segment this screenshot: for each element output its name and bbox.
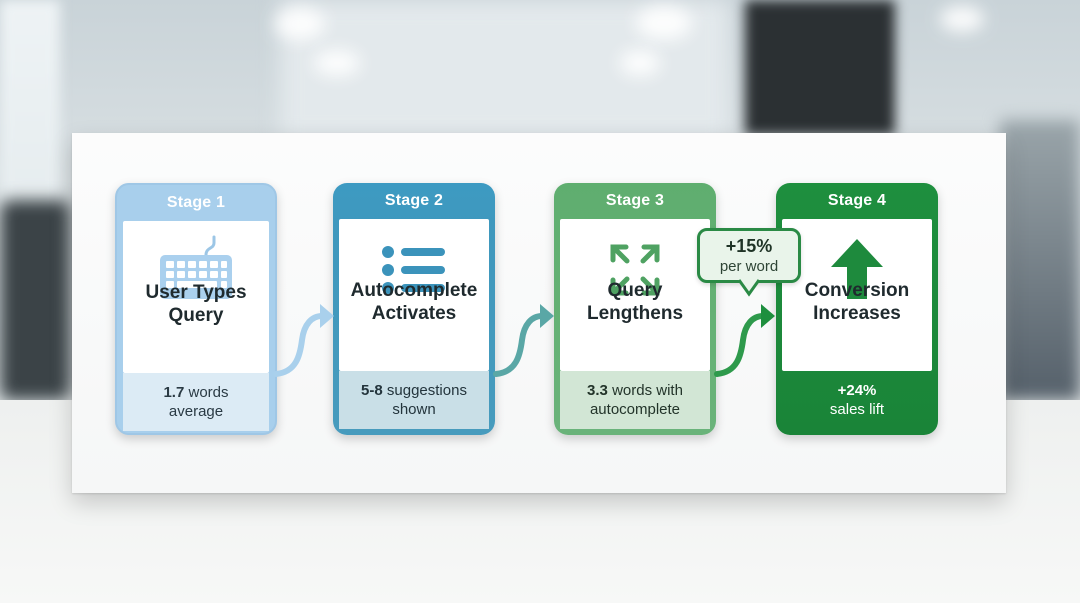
background-door xyxy=(745,0,895,135)
stage-panel xyxy=(560,219,710,371)
list-icon xyxy=(382,246,445,294)
stage-card-1: Stage 1 User Types Query 1.7 words avera… xyxy=(115,183,277,435)
stage-title: Conversion Increases xyxy=(804,280,910,324)
stage-metric: 3.3 words with autocomplete xyxy=(560,371,710,429)
stage-card-4: Stage 4 Conversion Increases +24% sales … xyxy=(776,183,938,435)
expand-arrows-icon xyxy=(610,244,660,296)
flow-arrow-1-2 xyxy=(273,304,334,377)
stage-metric: 1.7 words average xyxy=(123,373,269,431)
stage-title: Autocomplete Activates xyxy=(350,280,478,324)
background-ceiling-light xyxy=(940,6,984,32)
stage-card-3: Stage 3 Query Lengthens 3.3 words with a… xyxy=(554,183,716,435)
stage-panel xyxy=(339,219,489,371)
stage-label: Stage 1 xyxy=(166,194,226,211)
background-chair xyxy=(0,200,70,400)
stage-title: Query Lengthens xyxy=(586,280,684,324)
keyboard-icon xyxy=(160,235,232,299)
background-ceiling-light xyxy=(314,50,360,76)
background-ceiling-light xyxy=(275,8,325,40)
per-word-callout: +15% per word xyxy=(697,228,801,283)
stage-label: Stage 3 xyxy=(605,192,665,209)
arrow-up-icon xyxy=(831,239,883,299)
stage-label: Stage 2 xyxy=(384,192,444,209)
callout-pointer xyxy=(738,279,760,297)
stage-metric: 5-8 suggestions shown xyxy=(339,371,489,429)
stage-card-2: Stage 2 Autocomplete Activates 5-8 sugge… xyxy=(333,183,495,435)
background-ceiling-light xyxy=(620,50,660,76)
stage-panel xyxy=(123,221,269,373)
background-ceiling-light xyxy=(636,6,692,40)
flow-arrow-2-3 xyxy=(493,304,554,377)
background-monitor xyxy=(1000,120,1080,400)
stage-metric: +24% sales lift xyxy=(829,382,885,418)
stage-title: User Types Query xyxy=(145,282,247,326)
stage-panel xyxy=(782,219,932,371)
stage-label: Stage 4 xyxy=(827,192,887,209)
flow-arrow-3-4 xyxy=(714,304,775,377)
